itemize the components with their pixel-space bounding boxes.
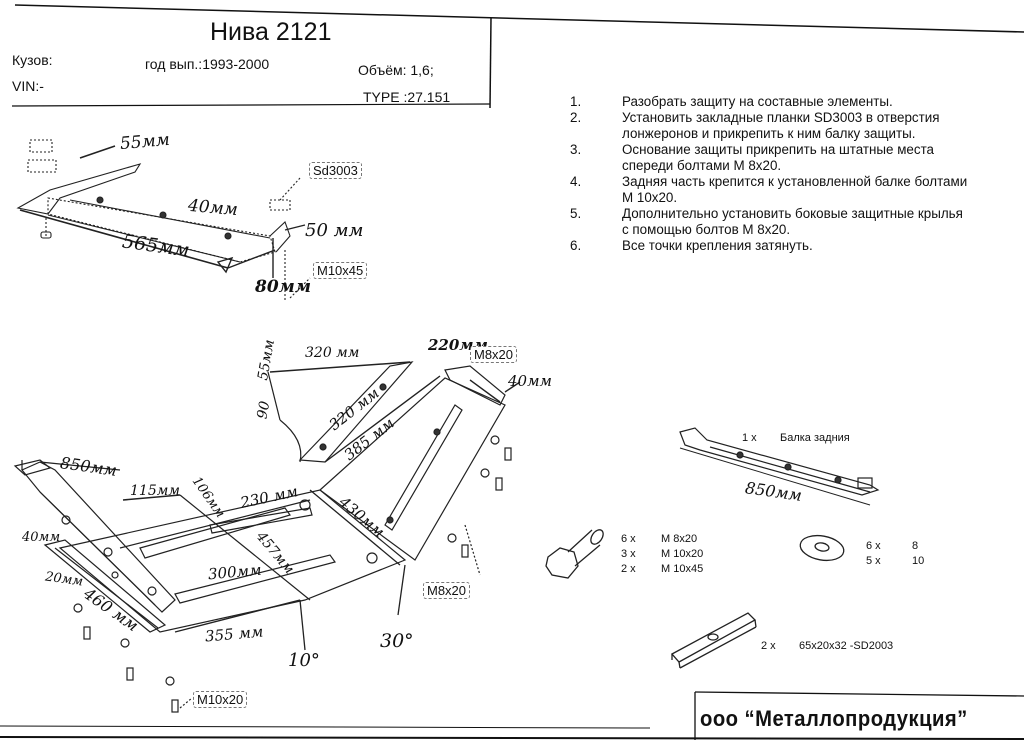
volume-label: Объём: 1,6; [358, 62, 434, 78]
bolt-qty: 3 x [621, 548, 636, 560]
vin-label: VIN:- [12, 78, 44, 94]
footer-frame [0, 691, 1024, 740]
page-title: Нива 2121 [210, 18, 332, 46]
part-callout: M8x20 [423, 582, 471, 599]
instruction-text: Разобрать защиту на составные элементы. [622, 94, 893, 109]
washer-qty: 5 x [866, 555, 881, 567]
dim-label: 115мм [130, 483, 180, 499]
instruction-number: 1. [570, 94, 582, 109]
bolt-qty: 6 x [621, 533, 636, 545]
instruction-text: Задняя часть крепится к установленной ба… [622, 174, 968, 189]
instruction-number: 2. [570, 110, 582, 125]
dim-label: 50 мм [305, 220, 364, 241]
part-callout: M10x20 [193, 691, 248, 708]
instruction-number: 3. [570, 142, 582, 157]
header-frame [11, 4, 1024, 109]
instruction-text: Установить закладные планки SD3003 в отв… [622, 110, 940, 125]
rear-beam-drawing [679, 427, 880, 506]
instruction-item: 3. Основание защиты прикрепить на штатные… [570, 142, 1020, 174]
instruction-item: 1. Разобрать защиту на составные элементы… [570, 94, 1020, 110]
dim-label: 320 мм [305, 345, 360, 361]
instruction-number: 6. [570, 238, 582, 253]
instruction-text: с помощью болтов М 8х20. [622, 222, 791, 237]
rear-beam-qty: 1 x [742, 432, 757, 444]
instruction-text: Дополнительно установить боковые защитны… [622, 206, 963, 221]
company-brand: ооо “Металлопродукция” [700, 706, 968, 731]
bolt-size: M 10x45 [661, 563, 704, 575]
dim-label: 40мм [22, 530, 61, 545]
rear-beam-name: Балка задния [780, 432, 850, 444]
angle-label: 10° [288, 650, 320, 671]
angle-label: 30° [380, 630, 414, 652]
instruction-item: 2. Установить закладные планки SD3003 в о… [570, 110, 1020, 142]
top-drawing [16, 139, 311, 300]
instruction-text: лонжеронов и прикрепить к ним балку защи… [622, 126, 916, 141]
body-label: Кузов: [12, 52, 53, 68]
washer-size: 10 [912, 555, 925, 567]
main-drawing [13, 361, 521, 713]
instruction-text: спереди болтами М 8х20. [622, 158, 782, 173]
bolt-qty: 2 x [621, 563, 636, 575]
bolt-size: M 10x20 [661, 548, 704, 560]
part-callout: M10x45 [313, 262, 368, 279]
instruction-text: М 10х20. [622, 190, 678, 205]
plate-size: 65x20x32 -SD2003 [799, 640, 894, 652]
instruction-item: 4. Задняя часть крепится к установленной … [570, 174, 1020, 206]
washer-icon [799, 534, 845, 562]
instructions-list: 1. Разобрать защиту на составные элементы… [570, 94, 1020, 254]
washer-size: 8 [912, 540, 919, 552]
plate-qty: 2 x [761, 640, 776, 652]
dim-label: 80мм [255, 277, 311, 297]
instruction-text: Все точки крепления затянуть. [622, 238, 813, 253]
instruction-item: 6. Все точки крепления затянуть. [570, 238, 1020, 254]
washer-qty: 6 x [866, 540, 881, 552]
year-label: год вып.:1993-2000 [145, 56, 270, 72]
instruction-number: 4. [570, 174, 582, 189]
instruction-item: 5. Дополнительно установить боковые защит… [570, 206, 1020, 238]
dim-label: 40мм [187, 195, 239, 221]
bolt-size: M 8x20 [661, 533, 698, 545]
plate-icon [670, 612, 757, 669]
part-callout: M8x20 [470, 346, 518, 363]
dim-label: 90 [254, 399, 274, 421]
bolt-icon [545, 529, 604, 579]
dim-label: 40мм [508, 372, 552, 390]
instruction-text: Основание защиты прикрепить на штатные м… [622, 142, 934, 157]
instruction-number: 5. [570, 206, 582, 221]
part-callout: Sd3003 [309, 162, 362, 179]
type-label: TYPE :27.151 [363, 89, 451, 105]
